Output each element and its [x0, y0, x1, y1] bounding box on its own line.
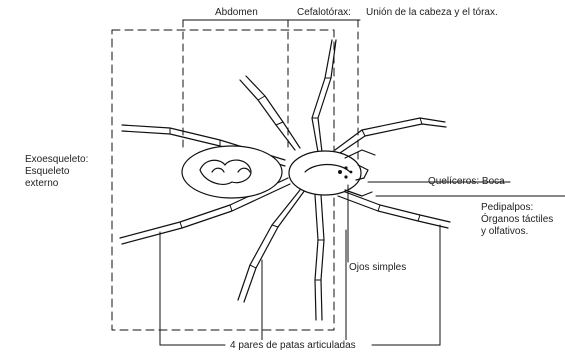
exoesqueleto-line-3: externo [25, 178, 88, 190]
abdomen-dashed-bracket [183, 20, 288, 150]
leg-upper-right-2 [335, 118, 446, 155]
leg-upper-right-1 [312, 40, 336, 152]
leg-lower-left-2 [238, 190, 305, 302]
pedipalpos-line-1: Pedipalpos: [481, 202, 553, 214]
label-exoesqueleto: Exoesqueleto: Esqueleto externo [25, 154, 88, 190]
exoesqueleto-line-2: Esqueleto [25, 166, 88, 178]
pedipalpos-line-2: Órganos táctiles [481, 214, 553, 226]
exoesqueleto-line-1: Exoesqueleto: [25, 154, 88, 166]
label-abdomen: Abdomen [215, 7, 258, 19]
pedipalpos-line-3: y olfativos. [481, 226, 553, 238]
label-queliceros: Quelíceros: Boca [428, 176, 505, 188]
label-patas: 4 pares de patas articuladas [228, 340, 358, 352]
label-ojos-simples: Ojos simples [349, 262, 406, 274]
label-pedipalpos: Pedipalpos: Órganos táctiles y olfativos… [481, 202, 553, 238]
label-cefalotorax-desc: Unión de la cabeza y el tórax. [366, 7, 498, 19]
abdomen-body [182, 146, 282, 198]
leg-lower-right-1 [315, 195, 324, 320]
label-cefalotorax: Cefalotórax: [297, 7, 351, 19]
leg-upper-left-1 [240, 76, 300, 150]
